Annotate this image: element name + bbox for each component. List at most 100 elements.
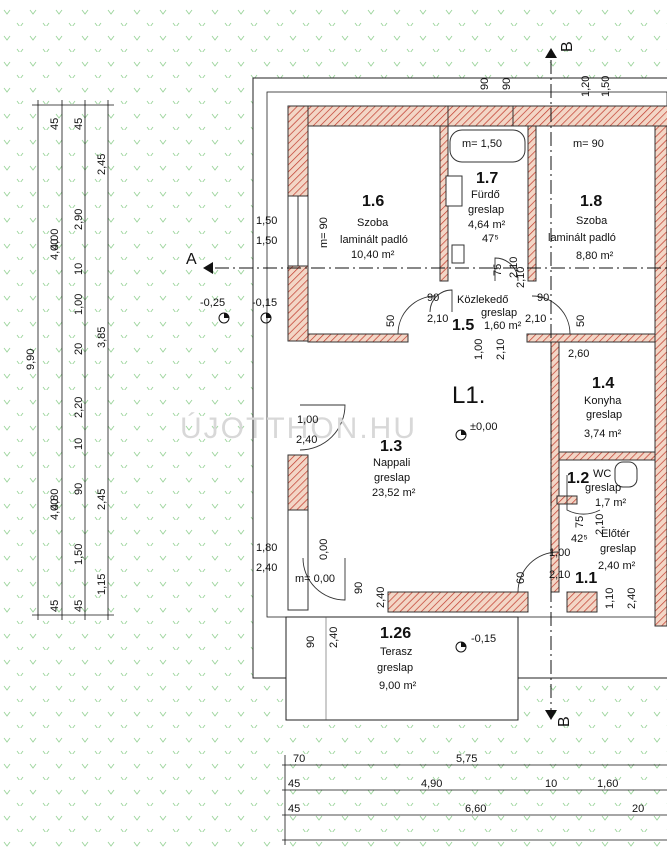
svg-text:1,7 m²: 1,7 m² [595,497,627,509]
svg-text:greslap: greslap [600,543,636,555]
svg-text:4,90: 4,90 [421,778,442,790]
svg-text:1,00: 1,00 [473,339,485,360]
svg-text:greslap: greslap [377,662,413,674]
svg-text:2,40: 2,40 [256,562,277,574]
svg-text:2,20: 2,20 [73,397,85,418]
svg-text:1.26: 1.26 [380,625,411,642]
svg-text:5,75: 5,75 [456,753,477,765]
svg-text:greslap: greslap [481,307,517,319]
svg-text:Terasz: Terasz [380,646,412,658]
svg-text:1.8: 1.8 [580,193,602,210]
svg-text:Szoba: Szoba [576,215,608,227]
door-swings [299,257,601,601]
svg-text:2,40: 2,40 [296,434,317,446]
svg-text:1,00: 1,00 [73,294,85,315]
left-dimension-text: 9,90 4,00 4,00 45 45 45 2,90 10 1,00 20 … [25,118,108,612]
svg-text:8,80 m²: 8,80 m² [576,250,614,262]
svg-text:Konyha: Konyha [584,395,622,407]
svg-text:90: 90 [427,292,439,304]
svg-text:Fürdő: Fürdő [471,189,500,201]
svg-text:greslap: greslap [586,409,622,421]
room-1-4: 1.4 Konyha greslap 3,74 m² [584,375,622,440]
svg-text:6,60: 6,60 [465,803,486,815]
svg-text:90: 90 [537,292,549,304]
svg-text:90: 90 [305,636,317,648]
terrace-outline [285,616,519,721]
svg-text:20: 20 [73,343,85,355]
svg-text:50: 50 [575,315,587,327]
svg-text:2,60: 2,60 [568,348,589,360]
svg-text:Nappali: Nappali [373,457,410,469]
svg-text:m= 1,50: m= 1,50 [462,138,502,150]
svg-text:2,10: 2,10 [427,313,448,325]
svg-text:10: 10 [545,778,557,790]
svg-text:4,00: 4,00 [49,229,61,250]
level-outside-2: -0,15 [252,297,277,309]
svg-text:90: 90 [501,78,513,90]
section-line-b: B B [545,41,576,727]
room-1-6: 1.6 Szoba laminált padló 10,40 m² [340,193,408,261]
svg-text:4,00: 4,00 [49,239,61,260]
svg-text:23,52 m²: 23,52 m² [372,487,416,499]
section-a-label: A [186,251,197,268]
svg-text:10: 10 [73,438,85,450]
level-markers: -0,25 -0,15 ±0,00 -0,15 [200,297,497,653]
svg-text:1,60: 1,60 [597,778,618,790]
svg-text:1.3: 1.3 [380,438,402,455]
svg-text:2,40: 2,40 [375,587,387,608]
svg-text:42⁵: 42⁵ [571,533,588,545]
svg-text:1,60 m²: 1,60 m² [484,320,522,332]
svg-text:1.4: 1.4 [592,375,614,392]
bottom-dimension-lines [282,755,667,845]
svg-text:2,90: 2,90 [73,209,85,230]
svg-text:2,10: 2,10 [495,339,507,360]
watermark: ÚJOTTHON.HU [180,412,417,445]
toilet-icon [614,461,638,488]
svg-text:greslap: greslap [585,482,621,494]
level-main: ±0,00 [470,421,497,433]
section-b-label-top: B [559,41,576,52]
svg-text:1,50: 1,50 [256,215,277,227]
svg-text:45: 45 [73,600,85,612]
svg-text:2,10: 2,10 [525,313,546,325]
svg-text:2,10: 2,10 [594,514,606,535]
svg-text:1.6: 1.6 [362,193,384,210]
svg-text:greslap: greslap [468,204,504,216]
outer-walls [287,105,667,613]
floor-label: L1. [452,382,485,409]
svg-text:m= 0,00: m= 0,00 [295,573,335,585]
svg-text:45: 45 [73,118,85,130]
svg-text:2,40 m²: 2,40 m² [598,560,636,572]
washbasin-icon [445,175,463,207]
bathtub-icon [449,129,526,163]
svg-text:0,00: 0,00 [318,539,330,560]
svg-text:4,80: 4,80 [49,489,61,510]
svg-text:1.1: 1.1 [575,570,597,587]
svg-text:2,10: 2,10 [515,267,527,288]
level-outside-1: -0,25 [200,297,225,309]
svg-text:m= 90: m= 90 [573,138,604,150]
room-1-7: 1.7 Fürdő greslap 4,64 m² 47⁵ [468,170,506,245]
svg-text:1,50: 1,50 [73,544,85,565]
svg-text:1,50: 1,50 [256,235,277,247]
svg-text:45: 45 [49,118,61,130]
room-1-26: 1.26 Terasz greslap 9,00 m² [377,625,417,692]
svg-text:2,45: 2,45 [96,154,108,175]
svg-text:90: 90 [353,582,365,594]
svg-text:m= 90: m= 90 [318,217,330,248]
room-1-3: 1.3 Nappali greslap 23,52 m² [372,438,416,499]
left-dimension-lines [32,100,114,620]
svg-text:1.2: 1.2 [567,470,589,487]
svg-text:45: 45 [288,778,300,790]
bottom-dimension-text: 70 5,75 45 4,90 10 1,60 45 6,60 20 [288,753,644,815]
svg-text:1,10: 1,10 [604,588,616,609]
toilet-bath-icon [451,244,465,264]
svg-text:laminált padló: laminált padló [340,234,408,246]
svg-text:1.5: 1.5 [452,317,474,334]
svg-text:laminált padló: laminált padló [548,232,616,244]
room-1-5: 1.5 Közlekedő greslap 1,60 m² [452,294,522,334]
svg-text:2,45: 2,45 [96,489,108,510]
svg-text:1.7: 1.7 [476,170,498,187]
svg-text:45: 45 [49,600,61,612]
